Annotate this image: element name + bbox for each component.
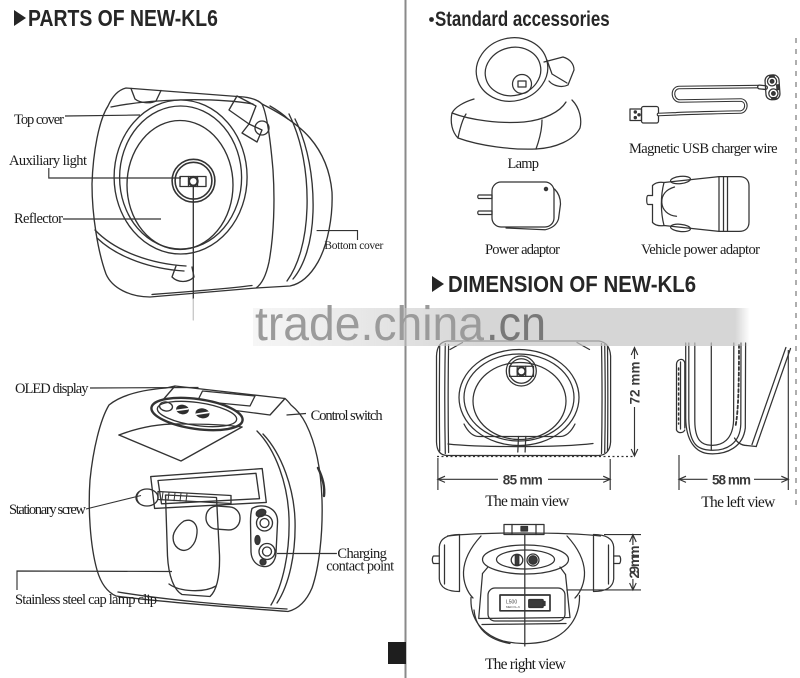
svg-text:Standard accessories: Standard accessories	[435, 8, 610, 31]
svg-text:Magnetic USB charger wire: Magnetic USB charger wire	[629, 141, 778, 157]
svg-text:Power adaptor: Power adaptor	[485, 242, 560, 258]
svg-text:Top cover: Top cover	[14, 112, 64, 128]
svg-text:DIMENSION OF NEW-KL6: DIMENSION OF NEW-KL6	[448, 271, 696, 297]
svg-text:Vehicle power adaptor: Vehicle power adaptor	[641, 242, 760, 258]
svg-text:58 mm: 58 mm	[712, 473, 751, 488]
svg-text:Control switch: Control switch	[311, 408, 384, 424]
svg-text:MED KL-6: MED KL-6	[506, 605, 520, 609]
svg-text:Bottom cover: Bottom cover	[324, 240, 383, 252]
svg-text:Lamp: Lamp	[508, 156, 540, 172]
svg-text:72 mm: 72 mm	[628, 362, 643, 405]
svg-text:Stationary screw: Stationary screw	[9, 502, 87, 518]
svg-text:OLED display: OLED display	[15, 381, 89, 397]
svg-text:trade.china: trade.china	[255, 298, 484, 351]
svg-text:contact point: contact point	[326, 558, 394, 574]
svg-text:PARTS OF NEW-KL6: PARTS OF NEW-KL6	[28, 5, 218, 31]
svg-text:Charging: Charging	[337, 546, 387, 562]
svg-text:L500: L500	[506, 600, 517, 606]
svg-text:Reflector: Reflector	[14, 211, 63, 227]
svg-text:The main view: The main view	[485, 493, 570, 510]
svg-text:85 mm: 85 mm	[503, 473, 543, 488]
svg-text:.cn: .cn	[486, 298, 546, 351]
svg-text:Auxiliary light: Auxiliary light	[9, 153, 87, 169]
svg-text:The right view: The right view	[485, 656, 567, 673]
svg-text:29 mm: 29 mm	[627, 546, 642, 579]
svg-text:Stainless steel cap lamp clip: Stainless steel cap lamp clip	[15, 592, 157, 608]
svg-text:The left view: The left view	[701, 494, 776, 511]
